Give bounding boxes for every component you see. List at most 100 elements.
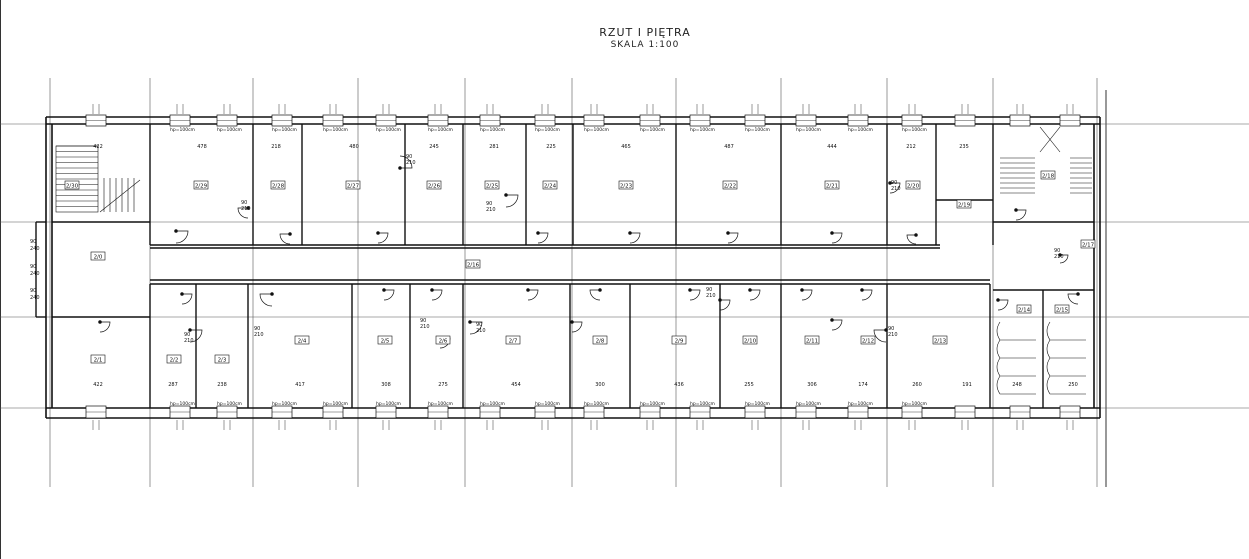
- room-label: 2/16: [467, 263, 480, 269]
- room-label-box: [484, 180, 500, 190]
- door-hinge: [174, 229, 178, 233]
- door-note: 210: [486, 207, 496, 213]
- window-note: hp=100cm: [170, 127, 195, 133]
- door-swing: [527, 289, 539, 301]
- window-note: hp=100cm: [902, 127, 927, 133]
- room-label: 2/1: [94, 358, 103, 364]
- door-hinge: [888, 181, 892, 185]
- room-label-box: [722, 180, 738, 190]
- door-note: 90: [254, 326, 260, 332]
- door-swing: [861, 289, 873, 301]
- door-hinge: [376, 231, 380, 235]
- room-label-box: [1016, 304, 1032, 314]
- room-width-top: 218: [271, 144, 281, 150]
- door-hinge: [1014, 208, 1018, 212]
- door-note: 210: [406, 160, 416, 166]
- door-swing: [571, 321, 583, 333]
- door-swing: [889, 182, 901, 194]
- window-note: hp=100cm: [796, 401, 821, 407]
- drawing-title: RZUT I PIĘTRA: [599, 26, 691, 39]
- door-hinge: [570, 320, 574, 324]
- walls: [35, 116, 1101, 419]
- door-swing: [1015, 209, 1027, 221]
- window-note: hp=100cm: [745, 127, 770, 133]
- room-label-box: [193, 180, 209, 190]
- window-note: hp=100cm: [640, 127, 665, 133]
- room-width-bottom: 275: [438, 382, 448, 388]
- axis-grid: [0, 78, 1249, 487]
- door-swing: [181, 293, 193, 305]
- door-note: 210: [891, 186, 901, 192]
- room-label-box: [860, 335, 876, 345]
- room-width-top: 487: [724, 144, 734, 150]
- door-swing: [259, 293, 273, 307]
- door-hinge: [1076, 292, 1080, 296]
- window-note: hp=100cm: [170, 401, 195, 407]
- room-label: 2/11: [806, 339, 818, 345]
- room-width-bottom: 308: [381, 382, 391, 388]
- room-label-box: [542, 180, 558, 190]
- door-note: 210: [476, 328, 486, 334]
- door-note: 90: [486, 201, 492, 207]
- room-width-bottom: 422: [93, 382, 103, 388]
- room-width-bottom: 306: [807, 382, 817, 388]
- room-width-bottom: 417: [295, 382, 305, 388]
- door-hinge: [884, 328, 888, 332]
- door-note: 210: [1054, 254, 1064, 260]
- room-label-box: [426, 180, 442, 190]
- door-swing: [727, 232, 739, 244]
- door-swing: [831, 232, 843, 244]
- room-label: 2/22: [724, 184, 736, 190]
- door-hinge: [1058, 253, 1062, 257]
- door-swing: [99, 321, 111, 333]
- door-swing: [431, 289, 443, 301]
- toilet-cubicle: [996, 357, 1036, 377]
- door-note: 90: [1054, 248, 1060, 254]
- room-label: 2/15: [1056, 308, 1069, 314]
- stair-arrow: [1039, 126, 1061, 153]
- door-swing: [399, 155, 413, 169]
- door-hinge: [98, 320, 102, 324]
- window-note: hp=100cm: [745, 401, 770, 407]
- room-width-bottom: 436: [674, 382, 684, 388]
- door-note: 90: [420, 318, 426, 324]
- door-swing: [175, 230, 189, 244]
- door-swing: [873, 329, 887, 343]
- room-label-box: [64, 180, 80, 190]
- window-note: hp=100cm: [535, 127, 560, 133]
- room-label-box: [214, 354, 230, 364]
- west-door-note: 240: [30, 246, 40, 252]
- west-door-note: 240: [30, 295, 40, 301]
- window-note: hp=100cm: [323, 401, 348, 407]
- room-label-box: [90, 354, 106, 364]
- dimension-texts: hp=100cm hp=100cm hp=100cm hp=100cm hp=100cm…: [30, 127, 1078, 407]
- room-width-bottom: 260: [912, 382, 922, 388]
- room-width-bottom: 174: [858, 382, 868, 388]
- door-note: 90: [184, 332, 190, 338]
- door-hinge: [504, 193, 508, 197]
- room-label-box: [956, 199, 972, 209]
- door-hinge: [628, 231, 632, 235]
- door-hinge: [914, 233, 918, 237]
- window-note: hp=100cm: [272, 127, 297, 133]
- door-note: 210: [706, 293, 716, 299]
- room-width-top: 281: [489, 144, 499, 150]
- room-width-top: 444: [827, 144, 837, 150]
- room-label: 2/14: [1018, 308, 1031, 314]
- window-note: hp=100cm: [690, 127, 715, 133]
- stair-arrow: [99, 179, 141, 213]
- room-width-top: 245: [429, 144, 439, 150]
- window-note: hp=100cm: [584, 401, 609, 407]
- door-hinge: [382, 288, 386, 292]
- door-hinge: [468, 320, 472, 324]
- door-hinge: [398, 166, 402, 170]
- door-note: 210: [254, 332, 264, 338]
- room-width-top: 212: [906, 144, 916, 150]
- window-note: hp=100cm: [376, 401, 401, 407]
- window-note: hp=100cm: [535, 401, 560, 407]
- door-hinge: [598, 288, 602, 292]
- room-label: 2/13: [934, 339, 947, 345]
